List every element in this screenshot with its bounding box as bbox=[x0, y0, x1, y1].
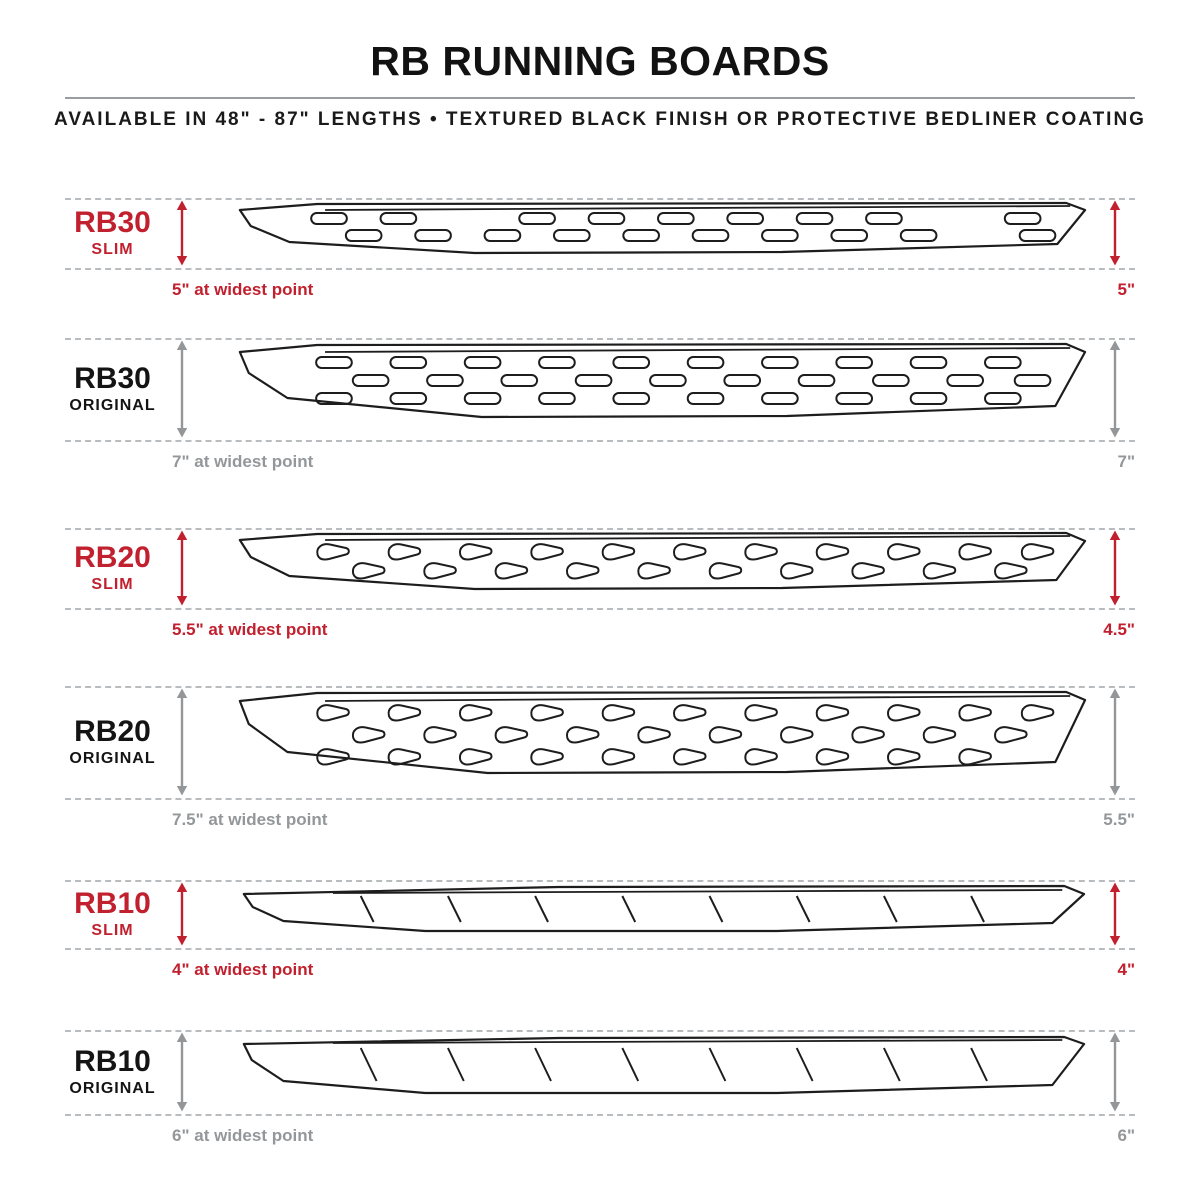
model-variant: ORIGINAL bbox=[69, 396, 156, 414]
height-dimension-label: 6" bbox=[1117, 1126, 1135, 1145]
double-arrow-icon bbox=[1109, 882, 1121, 946]
height-arrow-right bbox=[1108, 1032, 1122, 1117]
dimension-line-top bbox=[65, 198, 1135, 200]
widest-point-note: 6" at widest point bbox=[172, 1126, 314, 1145]
dimension-line-top bbox=[65, 1030, 1135, 1032]
double-arrow-icon bbox=[176, 340, 188, 438]
dimension-line-top bbox=[65, 338, 1135, 340]
model-name: RB10 bbox=[74, 1045, 151, 1079]
height-arrow-right bbox=[1108, 200, 1122, 271]
model-name: RB30 bbox=[74, 206, 151, 240]
double-arrow-icon bbox=[176, 688, 188, 796]
model-variant: ORIGINAL bbox=[69, 749, 156, 767]
double-arrow-icon bbox=[1109, 340, 1121, 438]
dimension-line-bottom bbox=[65, 798, 1135, 800]
dimension-line-bottom bbox=[65, 1114, 1135, 1116]
height-arrow-right bbox=[1108, 882, 1122, 951]
board-drawing-rb20-original bbox=[222, 688, 1094, 796]
height-dimension-label: 4" bbox=[1117, 960, 1135, 979]
height-dimension-label: 5.5" bbox=[1103, 810, 1135, 829]
board-drawing-rb10-original bbox=[222, 1032, 1094, 1112]
dimension-line-bottom bbox=[65, 608, 1135, 610]
height-arrow-left bbox=[175, 200, 189, 271]
height-arrow-right bbox=[1108, 688, 1122, 801]
page-subtitle: AVAILABLE IN 48" - 87" LENGTHS • TEXTURE… bbox=[54, 109, 1146, 130]
height-arrow-left bbox=[175, 1032, 189, 1117]
model-label: RB20 SLIM bbox=[50, 528, 175, 608]
page-title: RB RUNNING BOARDS bbox=[370, 38, 830, 84]
height-dimension-label: 7" bbox=[1117, 452, 1135, 471]
model-name: RB20 bbox=[74, 715, 151, 749]
height-dimension-label: 5" bbox=[1117, 280, 1135, 299]
widest-point-note: 5.5" at widest point bbox=[172, 620, 328, 639]
board-drawing-rb30-slim bbox=[222, 200, 1094, 266]
double-arrow-icon bbox=[1109, 530, 1121, 606]
model-label: RB10 ORIGINAL bbox=[50, 1030, 175, 1114]
double-arrow-icon bbox=[176, 1032, 188, 1112]
widest-point-note: 4" at widest point bbox=[172, 960, 314, 979]
double-arrow-icon bbox=[176, 882, 188, 946]
dimension-line-top bbox=[65, 686, 1135, 688]
widest-point-note: 7.5" at widest point bbox=[172, 810, 328, 829]
model-variant: SLIM bbox=[91, 575, 134, 593]
double-arrow-icon bbox=[176, 530, 188, 606]
height-arrow-right bbox=[1108, 340, 1122, 443]
model-label: RB20 ORIGINAL bbox=[50, 686, 175, 798]
model-variant: SLIM bbox=[91, 921, 134, 939]
model-variant: SLIM bbox=[91, 240, 134, 258]
double-arrow-icon bbox=[1109, 200, 1121, 266]
title-divider bbox=[65, 97, 1135, 99]
dimension-line-top bbox=[65, 528, 1135, 530]
height-arrow-left bbox=[175, 688, 189, 801]
model-variant: ORIGINAL bbox=[69, 1079, 156, 1097]
model-name: RB20 bbox=[74, 541, 151, 575]
board-drawing-rb20-slim bbox=[222, 530, 1094, 606]
height-arrow-left bbox=[175, 340, 189, 443]
widest-point-note: 7" at widest point bbox=[172, 452, 314, 471]
model-label: RB10 SLIM bbox=[50, 880, 175, 948]
double-arrow-icon bbox=[176, 200, 188, 266]
slash-slot-pattern bbox=[359, 895, 985, 923]
dimension-line-bottom bbox=[65, 268, 1135, 270]
model-label: RB30 SLIM bbox=[50, 198, 175, 268]
slash-slot-pattern bbox=[359, 1047, 988, 1082]
board-drawing-rb30-original bbox=[222, 340, 1094, 438]
dimension-line-top bbox=[65, 880, 1135, 882]
dimension-line-bottom bbox=[65, 948, 1135, 950]
dimension-line-bottom bbox=[65, 440, 1135, 442]
model-label: RB30 ORIGINAL bbox=[50, 338, 175, 440]
height-arrow-left bbox=[175, 530, 189, 611]
model-name: RB30 bbox=[74, 362, 151, 396]
height-arrow-left bbox=[175, 882, 189, 951]
height-arrow-right bbox=[1108, 530, 1122, 611]
model-name: RB10 bbox=[74, 887, 151, 921]
header: RB RUNNING BOARDS AVAILABLE IN 48" - 87"… bbox=[0, 38, 1200, 131]
height-dimension-label: 4.5" bbox=[1103, 620, 1135, 639]
double-arrow-icon bbox=[1109, 688, 1121, 796]
board-drawing-rb10-slim bbox=[222, 882, 1094, 946]
widest-point-note: 5" at widest point bbox=[172, 280, 314, 299]
double-arrow-icon bbox=[1109, 1032, 1121, 1112]
